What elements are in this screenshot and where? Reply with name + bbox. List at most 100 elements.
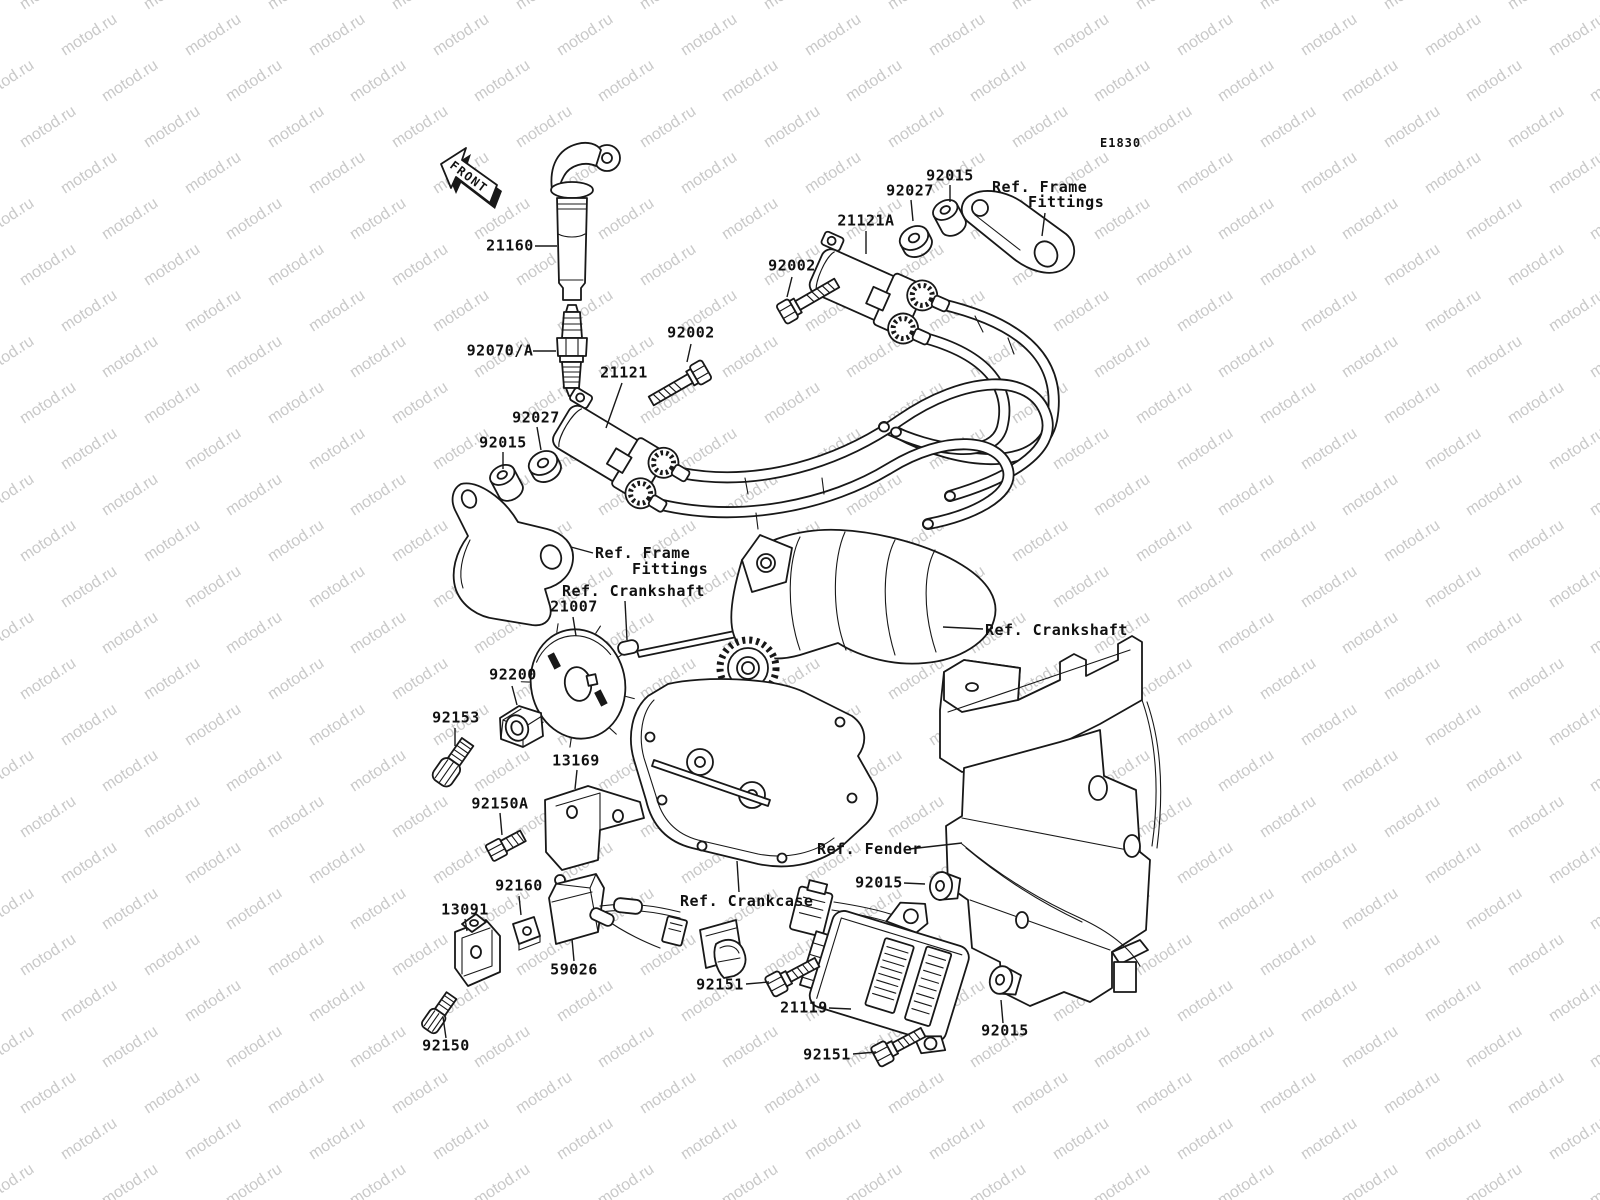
watermark-text: motod.ru <box>1587 333 1600 382</box>
watermark-text: motod.ru <box>554 977 616 1026</box>
watermark-text: motod.ru <box>1298 1115 1360 1164</box>
watermark-text: motod.ru <box>430 11 492 60</box>
watermark-text: motod.ru <box>347 1161 409 1200</box>
watermark-text: motod.ru <box>471 1161 533 1200</box>
part-label-92153: 92153 <box>432 708 480 727</box>
watermark-text: motod.ru <box>0 57 37 106</box>
watermark-text: motod.ru <box>843 1161 905 1200</box>
watermark-text: motod.ru <box>1505 379 1567 428</box>
watermark-text: motod.ru <box>1215 609 1277 658</box>
part-label-92150a: 92150A <box>471 794 529 813</box>
watermark-text: motod.ru <box>637 103 699 152</box>
watermark-text: motod.ru <box>1174 149 1236 198</box>
watermark-text: motod.ru <box>1546 977 1600 1026</box>
watermark-text: motod.ru <box>1050 563 1112 612</box>
watermark-text: motod.ru <box>1546 425 1600 474</box>
grommet-92015-d-art <box>988 965 1022 996</box>
watermark-text: motod.ru <box>141 1069 203 1118</box>
watermark-text: motod.ru <box>347 1023 409 1072</box>
watermark-text: motod.ru <box>1422 839 1484 888</box>
watermark-text: motod.ru <box>99 747 161 796</box>
watermark-text: motod.ru <box>17 103 79 152</box>
watermark-text: motod.ru <box>719 1023 781 1072</box>
watermark-text: motod.ru <box>58 149 120 198</box>
watermark-text: motod.ru <box>1505 931 1567 980</box>
watermark-text: motod.ru <box>1463 747 1525 796</box>
watermark-text: motod.ru <box>1009 0 1071 13</box>
grommet-92015-c-art <box>929 871 962 901</box>
bolt-92151-b-art <box>870 1026 927 1068</box>
watermark-text: motod.ru <box>595 1023 657 1072</box>
watermark-text: motod.ru <box>265 1069 327 1118</box>
watermark-text: motod.ru <box>223 747 285 796</box>
watermark-text: motod.ru <box>1339 609 1401 658</box>
watermark-text: motod.ru <box>1215 885 1277 934</box>
watermark-text: motod.ru <box>265 103 327 152</box>
watermark-text: motod.ru <box>1463 885 1525 934</box>
watermark-text: motod.ru <box>141 0 203 13</box>
ref-label-fender: Ref. Fender <box>817 840 922 858</box>
watermark-text: motod.ru <box>1381 103 1443 152</box>
watermark-text: motod.ru <box>761 103 823 152</box>
part-label-92015-d: 92015 <box>981 1021 1029 1040</box>
bolt-92150-art <box>421 991 458 1035</box>
ref-label-crankshaft-1: Ref. Crankshaft <box>562 582 705 600</box>
watermark-text: motod.ru <box>1174 1115 1236 1164</box>
watermark-text: motod.ru <box>802 149 864 198</box>
damper-92160-art <box>512 916 541 951</box>
watermark-text: motod.ru <box>389 1069 451 1118</box>
front-arrow: FRONT <box>440 147 502 209</box>
diagram-line-art: FRONT <box>421 141 1162 1068</box>
fender-art <box>939 635 1162 1007</box>
watermark-text: motod.ru <box>265 517 327 566</box>
watermark-text: motod.ru <box>58 563 120 612</box>
watermark-text: motod.ru <box>1505 103 1567 152</box>
part-label-13091: 13091 <box>441 900 489 919</box>
watermark-text: motod.ru <box>1298 839 1360 888</box>
watermark-text: motod.ru <box>719 57 781 106</box>
watermark-text: motod.ru <box>99 333 161 382</box>
watermark-text: motod.ru <box>223 1161 285 1200</box>
watermark-text: motod.ru <box>1505 793 1567 842</box>
watermark-text: motod.ru <box>347 609 409 658</box>
watermark-text: motod.ru <box>1587 1023 1600 1072</box>
watermark-text: motod.ru <box>1587 747 1600 796</box>
watermark-text: motod.ru <box>1009 1069 1071 1118</box>
watermark-text: motod.ru <box>99 1023 161 1072</box>
watermark-text: motod.ru <box>223 471 285 520</box>
ignition-coil-21121-art <box>552 387 691 513</box>
watermark-text: motod.ru <box>1009 103 1071 152</box>
watermark-text: motod.ru <box>802 11 864 60</box>
watermark-text: motod.ru <box>1381 517 1443 566</box>
watermark-text: motod.ru <box>595 195 657 244</box>
watermark-text: motod.ru <box>223 57 285 106</box>
watermark-text: motod.ru <box>58 839 120 888</box>
watermark-text: motod.ru <box>182 287 244 336</box>
watermark-text: motod.ru <box>141 793 203 842</box>
watermark-text: motod.ru <box>141 517 203 566</box>
watermark-text: motod.ru <box>17 793 79 842</box>
watermark-text: motod.ru <box>1587 57 1600 106</box>
watermark-text: motod.ru <box>1505 1069 1567 1118</box>
watermark-text: motod.ru <box>0 1161 37 1200</box>
watermark-text: motod.ru <box>141 931 203 980</box>
watermark-text: motod.ru <box>1257 379 1319 428</box>
watermark-text: motod.ru <box>58 11 120 60</box>
bolt-92150a-art <box>484 829 527 862</box>
leader-lines <box>442 185 1046 1055</box>
watermark-text: motod.ru <box>306 287 368 336</box>
watermark-text: motod.ru <box>58 287 120 336</box>
watermark-text: motod.ru <box>1339 747 1401 796</box>
watermark-text: motod.ru <box>554 1115 616 1164</box>
watermark-text: motod.ru <box>182 839 244 888</box>
watermark-text: motod.ru <box>17 517 79 566</box>
watermark-text: motod.ru <box>1505 0 1567 13</box>
ref-label-crankshaft-2: Ref. Crankshaft <box>985 621 1128 639</box>
part-label-92015-a: 92015 <box>926 166 974 185</box>
watermark-text: motod.ru <box>1546 287 1600 336</box>
stick-coil-art <box>550 141 621 301</box>
watermark-text: motod.ru <box>430 839 492 888</box>
watermark-text: motod.ru <box>1257 1069 1319 1118</box>
watermark-text: motod.ru <box>1463 471 1525 520</box>
watermark-text: motod.ru <box>17 1069 79 1118</box>
